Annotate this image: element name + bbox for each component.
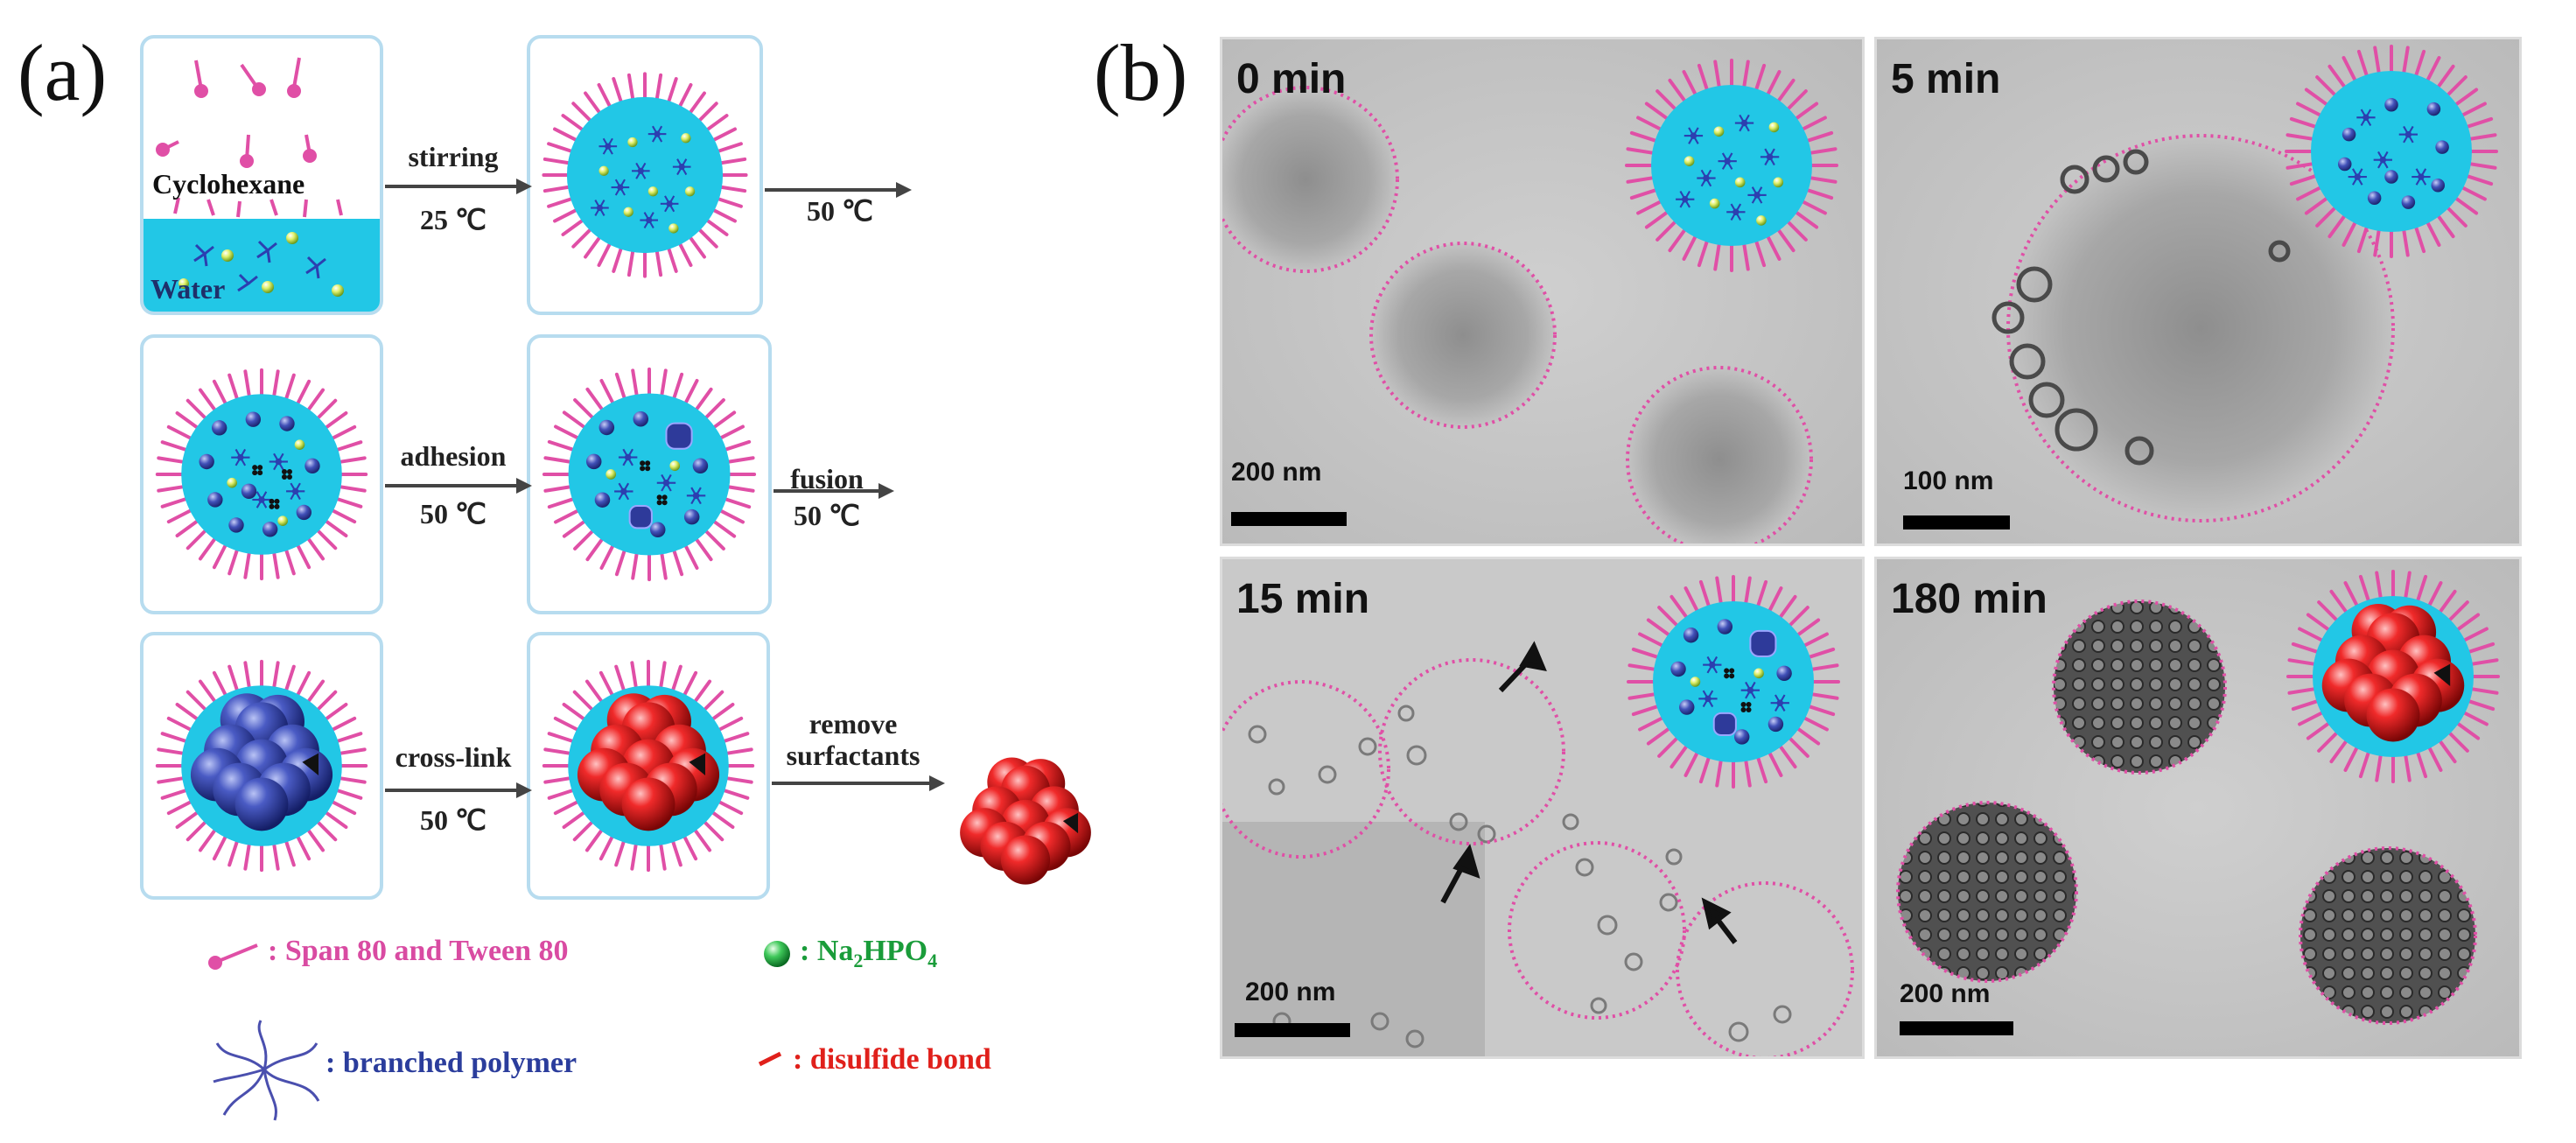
tem-panel-5min: 5 min 100 nm bbox=[1874, 37, 2522, 546]
scale-bar-5min bbox=[1903, 515, 2010, 529]
disulfide-legend-icon bbox=[758, 1051, 782, 1067]
panel-b-label: (b) bbox=[1094, 28, 1188, 117]
arrow-crosslink bbox=[385, 782, 532, 798]
arrow-fusion bbox=[774, 483, 894, 499]
na2hpo4-legend-icon bbox=[764, 941, 790, 967]
initial-emulsion-illustration bbox=[144, 57, 380, 312]
tem-time-180min: 180 min bbox=[1891, 576, 2048, 622]
step-action-surfactants: surfactants bbox=[786, 740, 920, 771]
scale-bar-0min bbox=[1231, 512, 1347, 526]
scale-bar-15min bbox=[1235, 1023, 1350, 1037]
tem-time-5min: 5 min bbox=[1891, 56, 2001, 102]
panel-a-label: (a) bbox=[18, 28, 108, 117]
legend-branched-polymer: : branched polymer bbox=[326, 1047, 578, 1079]
droplet-blue-cluster-icon bbox=[155, 659, 368, 873]
tem-panel-180min: 180 min 200 nm bbox=[1874, 557, 2522, 1059]
step-label-stirring: stirring bbox=[383, 140, 523, 173]
arrow-remove-surfactants bbox=[772, 775, 945, 791]
legend-hpo-text: HPO bbox=[863, 935, 928, 967]
step-temp-50-c: 50 ℃ bbox=[794, 500, 860, 531]
arrow-adhesion bbox=[385, 478, 532, 494]
step-temp-50-a: 50 ℃ bbox=[807, 195, 873, 227]
step-box-nucleation bbox=[140, 334, 383, 614]
legend-surfactant: : Span 80 and Tween 80 bbox=[268, 935, 569, 967]
step-action-remove: remove bbox=[808, 708, 898, 740]
scale-bar-180min bbox=[1900, 1021, 2013, 1035]
arrow-stirring bbox=[385, 179, 532, 194]
final-nanoparticle-icon bbox=[960, 757, 1091, 885]
droplet-red-cluster-icon bbox=[542, 659, 755, 873]
step-box-fused-cluster bbox=[140, 632, 383, 900]
step-temp-50-b: 50 ℃ bbox=[420, 498, 486, 529]
droplet-nucleation-icon bbox=[155, 368, 368, 581]
step-action-crosslink: cross-link bbox=[395, 741, 512, 773]
droplet-adhesion-icon bbox=[542, 367, 757, 582]
surfactant-legend-icon bbox=[208, 943, 258, 970]
step-box-adhesion bbox=[527, 334, 772, 614]
tem-time-0min: 0 min bbox=[1236, 56, 1347, 102]
tem-panel-15min: 15 min 200 nm bbox=[1220, 557, 1865, 1059]
legend-sub-4: 4 bbox=[928, 949, 938, 971]
legend-na-text: : Na bbox=[800, 935, 854, 967]
step-action-fusion: fusion bbox=[790, 463, 864, 494]
scale-label-180min: 200 nm bbox=[1900, 979, 1991, 1008]
step-box-droplet-25c bbox=[527, 35, 763, 315]
arrow-heating bbox=[765, 182, 912, 198]
scale-label-0min: 200 nm bbox=[1231, 458, 1322, 487]
legend-sub-2: 2 bbox=[853, 949, 864, 971]
step-box-crosslinked bbox=[527, 632, 770, 900]
tem-panel-0min: 0 min 200 nm bbox=[1220, 37, 1865, 546]
tem-image-15min bbox=[1222, 559, 1862, 1056]
step-temp-25: 25 ℃ bbox=[420, 204, 486, 235]
step-temp-50-d: 50 ℃ bbox=[420, 804, 486, 836]
tem-time-15min: 15 min bbox=[1236, 576, 1370, 622]
droplet-with-precursors-icon bbox=[542, 72, 748, 278]
tem-image-0min bbox=[1222, 39, 1862, 543]
cyclohexane-label: Cyclohexane bbox=[152, 168, 305, 200]
water-label: Water bbox=[150, 273, 226, 305]
tem-image-5min bbox=[1877, 39, 2519, 543]
scale-label-15min: 200 nm bbox=[1245, 978, 1336, 1006]
scale-label-5min: 100 nm bbox=[1903, 466, 1994, 495]
branched-polymer-legend-icon bbox=[213, 1020, 320, 1121]
step-action-adhesion: adhesion bbox=[400, 440, 507, 472]
step-action-stirring: stirring bbox=[408, 141, 499, 172]
step-box-initial-emulsion: Cyclohexane Water bbox=[140, 35, 383, 315]
legend-na2hpo4: : Na2HPO4 bbox=[800, 935, 937, 972]
legend-disulfide: : disulfide bond bbox=[793, 1043, 991, 1076]
tem-image-180min bbox=[1877, 559, 2519, 1056]
